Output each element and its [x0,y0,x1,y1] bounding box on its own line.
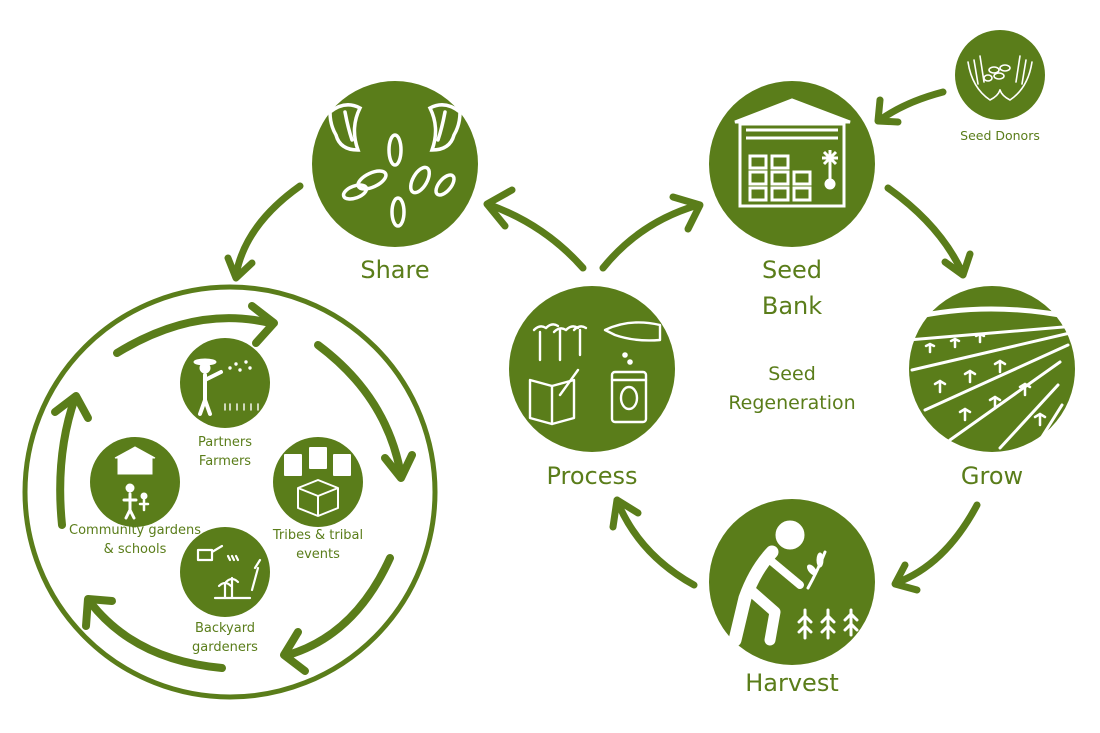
ring-arrow-right [314,341,404,474]
arrow-process-to-seedbank [599,201,702,272]
ring-arrow-top [113,314,274,357]
partners-circle [180,338,270,428]
tribes-node [273,437,363,527]
grow-node [906,286,1078,452]
arrowhead-process-to-share [483,186,516,230]
seed-bank-label-line2: Bank [761,292,823,320]
backyard-label-line1: Backyard [194,621,256,636]
center-label-line2: Regeneration [728,392,856,414]
arrowhead-seedbank-to-grow [941,250,974,279]
seed-donors-label: Seed Donors [960,128,1040,143]
cupped-hands-seeds-icon [967,55,1033,101]
watering-can-plants-icon [196,544,262,600]
arrow-share-to-community [232,182,304,279]
person-harvesting-icon [728,520,859,647]
ring-arrow-left [56,394,79,529]
seed-donors-circle [955,30,1045,120]
arrowhead-donors-to-seedbank [874,96,902,126]
hands-seeds-icon [328,103,462,228]
ring-arrowhead-left [51,392,92,422]
community-outer-ring [22,284,438,700]
process-label: Process [546,462,638,490]
arrowhead-share-to-community [224,254,256,282]
tribes-label-line1: Tribes & tribal [272,528,364,543]
cycle-arrows [224,88,981,594]
arrow-process-to-share [486,201,587,272]
crop-field-icon [906,306,1078,450]
seed-packets-box-icon [284,447,351,517]
arrowhead-harvest-to-process [609,496,642,531]
process-circle [509,286,675,452]
seed-bank-node [709,81,875,247]
grow-label: Grow [960,462,1024,490]
ring-arrowhead-bottomleft [82,595,116,630]
backyard-label-line2: gardeners [192,640,258,655]
ring-arrow-bottomleft [86,598,226,672]
schools-label-line2: & schools [103,542,167,557]
ring-arrowhead-bottom [280,628,309,675]
arrow-donors-to-seedbank [876,88,947,124]
ring-arrowhead-right [381,451,416,482]
schools-node [90,437,180,527]
schools-label-line1: Community gardens [69,523,201,538]
ring-arrowhead-top [248,302,278,347]
harvest-label: Harvest [745,669,839,697]
seed-bank-building-icon [734,98,851,208]
seedlings-notebook-packet-icon [528,321,662,426]
school-family-icon [114,446,156,520]
arrowhead-grow-to-harvest [891,561,921,594]
seed-bank-label-line1: Seed [762,256,822,284]
arrow-harvest-to-process [614,499,698,589]
tribes-label-line2: events [296,547,340,562]
arrowhead-process-to-seedbank [669,193,704,233]
arrow-seedbank-to-grow [884,184,966,276]
process-node [509,286,675,452]
community-ring [22,284,438,700]
share-node [312,81,478,247]
seed-donors-node [955,30,1045,120]
schools-circle [90,437,180,527]
ring-arrow-bottom [284,554,394,659]
partners-label-line1: Partners [197,435,253,450]
partners-farmers-node [180,338,270,428]
backyard-node [180,527,270,617]
farmer-sowing-icon [193,358,259,416]
share-label: Share [360,256,430,284]
arrow-grow-to-harvest [892,501,981,587]
harvest-node [709,499,875,665]
partners-label-line2: Farmers [198,454,252,469]
center-label-line1: Seed [768,363,816,385]
